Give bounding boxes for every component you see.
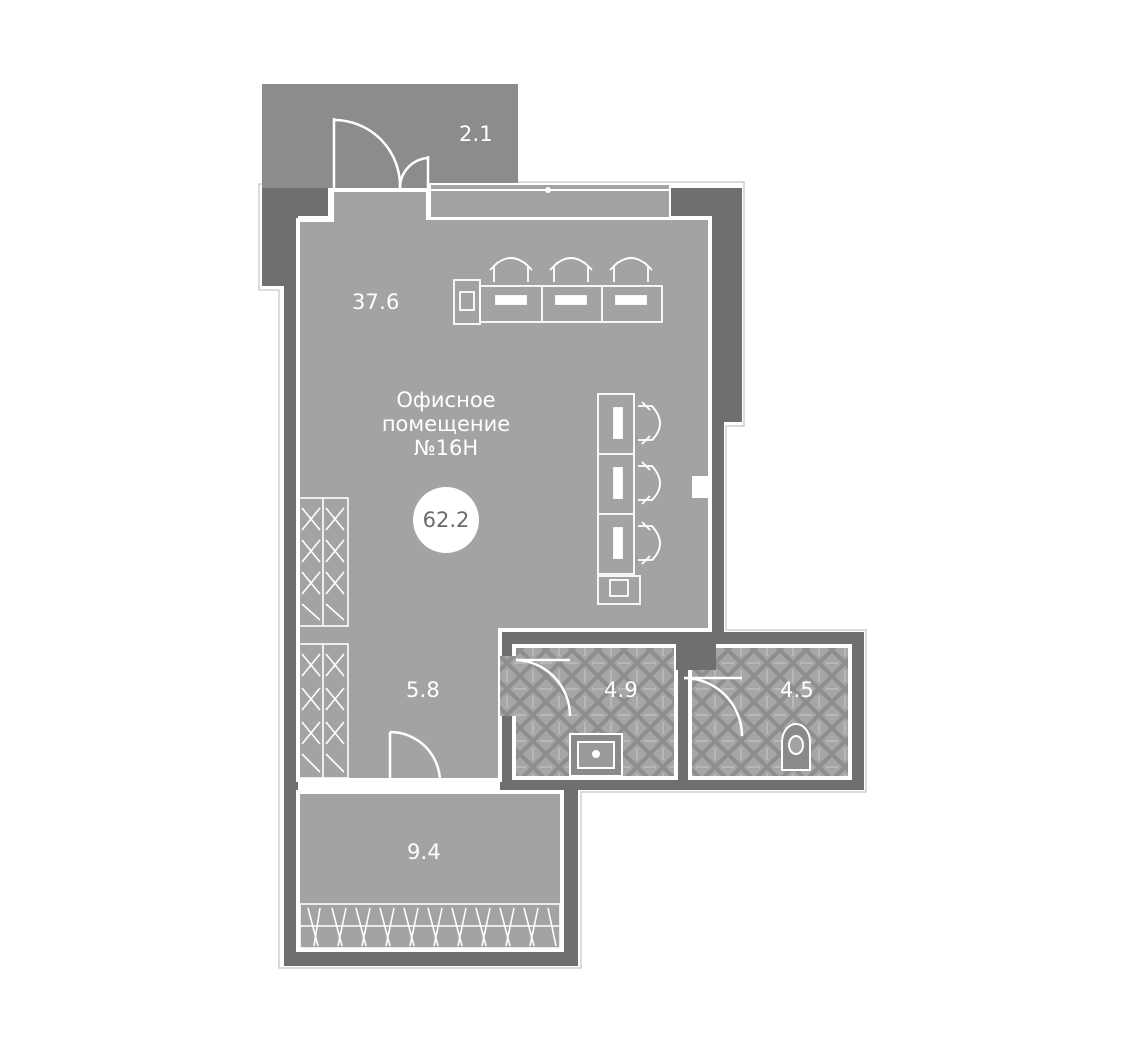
balcony-area-label: 2.1 — [459, 122, 493, 146]
window — [429, 183, 671, 219]
sink-icon — [569, 733, 623, 777]
wardrobe-hall — [297, 643, 349, 779]
wardrobe-office — [297, 497, 349, 627]
bathroom-door — [515, 658, 572, 717]
title-line-3: №16Н — [413, 436, 479, 460]
storage-area-label: 9.4 — [407, 840, 441, 864]
unit-title: Офисное помещение №16Н — [346, 388, 546, 460]
title-line-1: Офисное — [396, 388, 496, 412]
bathroom-area-label: 4.9 — [604, 678, 638, 702]
wardrobe-storage — [299, 903, 561, 949]
hall-area-label: 5.8 — [406, 678, 440, 702]
entrance-door — [332, 118, 430, 189]
balcony-area — [262, 84, 518, 188]
wc-area-label: 4.5 — [780, 678, 814, 702]
desk-row-top — [453, 257, 663, 325]
office-area-label: 37.6 — [352, 290, 400, 314]
title-line-2: помещение — [381, 412, 511, 436]
total-area-badge: 62.2 — [413, 487, 479, 553]
storage-door — [388, 730, 442, 786]
desk-column-right — [597, 393, 661, 605]
wc-door — [683, 676, 744, 737]
wc-floor — [688, 644, 852, 780]
office-floor — [296, 188, 712, 782]
toilet-icon — [781, 723, 811, 771]
